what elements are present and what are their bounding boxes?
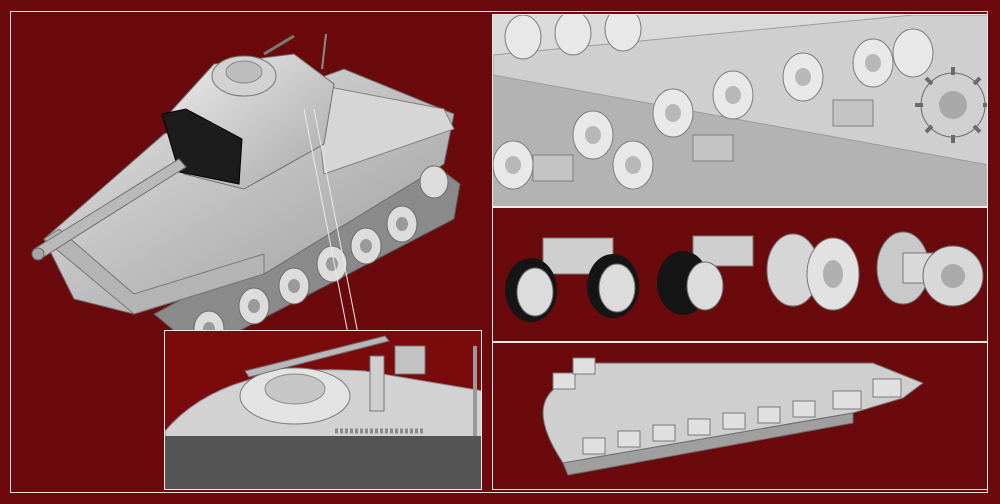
track-links-panel: [492, 342, 988, 490]
running-gear-parts-panel: [492, 207, 988, 342]
bogie-assembly-2: [657, 235, 754, 315]
turret-closeup-render: [165, 331, 481, 489]
road-wheel-pair: [766, 233, 860, 311]
bogie-wheel-sprocket-render: [505, 231, 984, 322]
bogie-assembly-1: [505, 237, 639, 322]
track-render: [542, 357, 925, 476]
drive-sprocket: [876, 231, 984, 307]
hull-suspension-render: [493, 15, 987, 206]
turret-detail-inset-panel: [164, 330, 482, 490]
suspension-underside-panel: [492, 14, 988, 207]
